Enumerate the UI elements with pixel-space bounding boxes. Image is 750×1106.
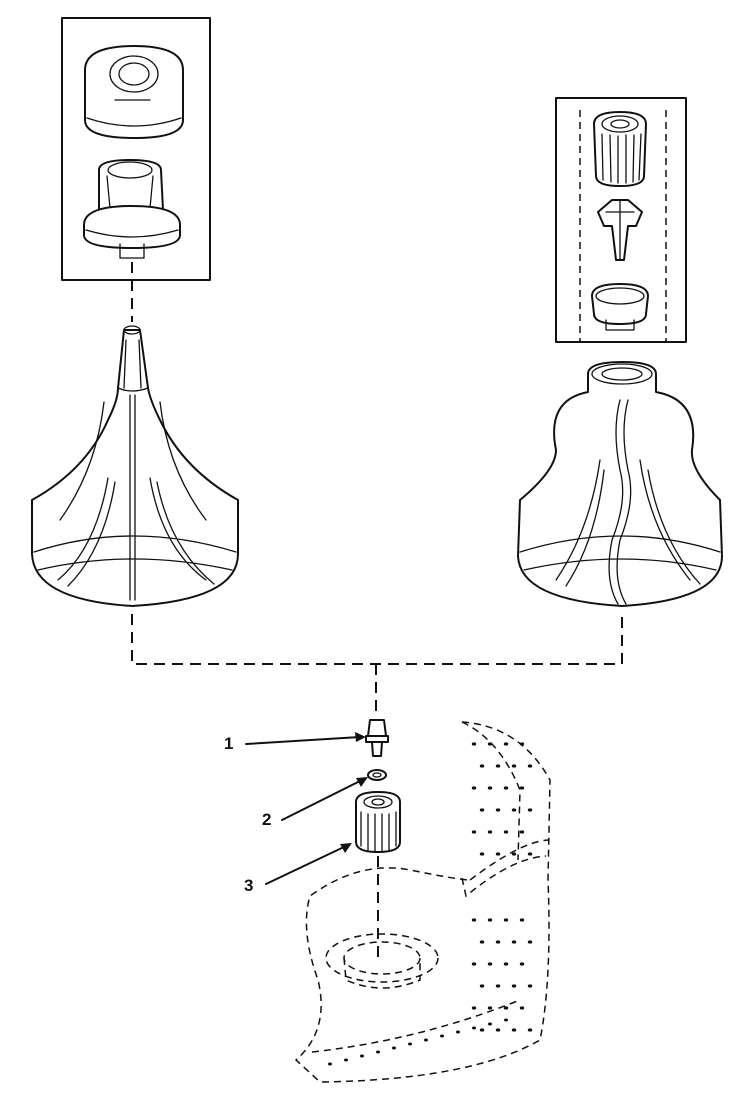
perforation-hole	[471, 742, 477, 746]
perforation-hole	[471, 830, 477, 834]
perforation-hole	[519, 742, 525, 746]
perforation-hole	[408, 1042, 412, 1046]
perforation-hole	[376, 1050, 380, 1054]
basket-perforations	[328, 742, 533, 1066]
agitator-cap	[84, 45, 184, 139]
perforation-hole	[511, 984, 517, 988]
perforation-hole	[527, 852, 533, 856]
perforation-hole	[503, 918, 509, 922]
perforation-hole	[471, 962, 477, 966]
perforation-hole	[495, 1028, 501, 1032]
perforation-hole	[344, 1058, 348, 1062]
perforation-hole	[527, 940, 533, 944]
right-inset-box	[555, 97, 687, 343]
perforation-hole	[511, 764, 517, 768]
perforation-hole	[519, 786, 525, 790]
perforation-hole	[479, 808, 485, 812]
perforation-hole	[503, 786, 509, 790]
callout-3-label: 3	[244, 876, 253, 895]
perforation-hole	[503, 1006, 509, 1010]
perforation-hole	[479, 1028, 485, 1032]
part-2-washer	[367, 769, 387, 781]
perforation-hole	[519, 830, 525, 834]
perforation-hole	[511, 1028, 517, 1032]
callout-3: 3	[244, 843, 352, 895]
perforation-hole	[487, 918, 493, 922]
perforation-hole	[511, 808, 517, 812]
drive-cam	[597, 199, 643, 261]
perforation-hole	[511, 852, 517, 856]
perforation-hole	[503, 962, 509, 966]
inset-guide-lines	[579, 110, 667, 342]
perforation-hole	[471, 1006, 477, 1010]
perforation-hole	[487, 786, 493, 790]
callout-1-label: 1	[224, 734, 233, 753]
perforation-hole	[495, 940, 501, 944]
callout-2: 2	[262, 777, 368, 829]
perforation-hole	[503, 742, 509, 746]
perforation-hole	[440, 1034, 444, 1038]
perforation-hole	[456, 1030, 460, 1034]
retaining-ring	[591, 283, 649, 331]
perforation-hole	[511, 940, 517, 944]
connector-bracket	[131, 614, 623, 712]
perforation-hole	[472, 1026, 476, 1030]
perforation-hole	[487, 830, 493, 834]
perforation-hole	[471, 918, 477, 922]
knurled-cap	[593, 111, 647, 187]
perforation-hole	[527, 764, 533, 768]
wash-basket	[294, 721, 551, 1083]
perforation-hole	[479, 764, 485, 768]
perforation-hole	[424, 1038, 428, 1042]
agitator-coupling	[83, 159, 181, 259]
perforation-hole	[495, 984, 501, 988]
agitator-right	[517, 361, 723, 607]
perforation-hole	[495, 764, 501, 768]
perforation-hole	[360, 1054, 364, 1058]
callout-2-label: 2	[262, 810, 271, 829]
perforation-hole	[519, 962, 525, 966]
perforation-hole	[471, 786, 477, 790]
perforation-hole	[479, 940, 485, 944]
perforation-hole	[519, 1006, 525, 1010]
agitator-left	[31, 325, 239, 607]
perforation-hole	[519, 918, 525, 922]
part-3-knurled-nut	[355, 791, 401, 853]
callout-1: 1	[224, 732, 366, 753]
perforation-hole	[488, 1022, 492, 1026]
perforation-hole	[487, 1006, 493, 1010]
perforation-hole	[487, 742, 493, 746]
perforation-hole	[328, 1062, 332, 1066]
perforation-hole	[503, 830, 509, 834]
perforation-hole	[527, 1028, 533, 1032]
perforation-hole	[495, 852, 501, 856]
perforation-hole	[504, 1018, 508, 1022]
part-1-bolt	[365, 719, 389, 757]
perforation-hole	[495, 808, 501, 812]
perforation-hole	[487, 962, 493, 966]
perforation-hole	[392, 1046, 396, 1050]
left-inset-box	[61, 17, 211, 281]
perforation-hole	[527, 984, 533, 988]
perforation-hole	[479, 852, 485, 856]
perforation-hole	[479, 984, 485, 988]
perforation-hole	[527, 808, 533, 812]
